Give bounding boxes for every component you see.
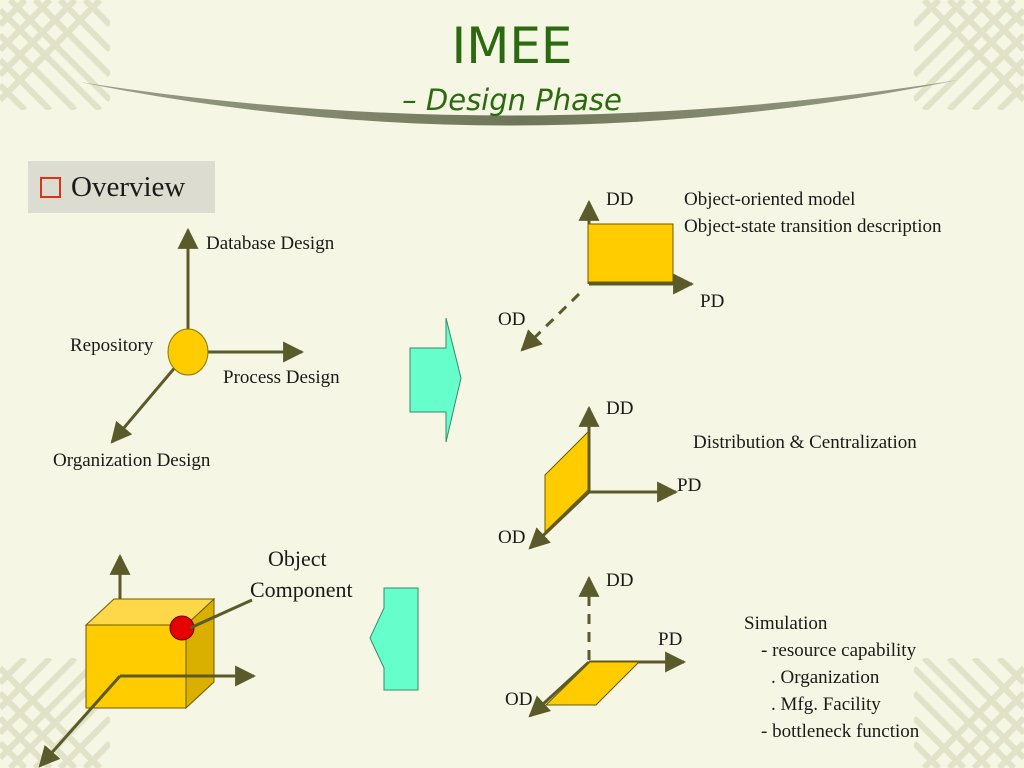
- panel-1-note-line-1: Object-oriented model: [684, 189, 856, 210]
- cube-depth-axis: [38, 675, 122, 768]
- panel-3-note-line-5: - bottleneck function: [761, 721, 920, 742]
- database-design-label: Database Design: [206, 233, 335, 254]
- repository-label: Repository: [70, 335, 154, 356]
- panel-3-od-label: OD: [505, 689, 533, 710]
- corner-pattern-top-right: [914, 0, 1024, 110]
- organization-design-label: Organization Design: [53, 450, 211, 471]
- panel-3-plane: [544, 661, 641, 706]
- panel-3-dd-label: DD: [606, 570, 634, 591]
- corner-pattern-top-left: [0, 0, 110, 110]
- panel-1-od-label: OD: [498, 309, 526, 330]
- panel-3-od-axis: [528, 660, 591, 718]
- object-marker: [169, 615, 195, 641]
- transition-arrow-left: [369, 587, 419, 691]
- slide-subtitle: – Design Phase: [402, 83, 622, 117]
- overview-label: Overview: [71, 170, 186, 203]
- panel-2-od-label: OD: [498, 527, 526, 548]
- panel-1-note-line-2: Object-state transition description: [684, 216, 942, 237]
- panel-2-plane: [544, 430, 589, 534]
- repository-node: [167, 328, 209, 376]
- panel-2-note: Distribution & Centralization: [693, 432, 917, 453]
- panel-3-note-line-3: . Organization: [771, 667, 880, 688]
- corner-pattern-bottom-right: [914, 658, 1024, 768]
- panel-1-plane: [587, 223, 674, 283]
- panel-2-pd-label: PD: [677, 475, 702, 496]
- panel-3-note-line-2: - resource capability: [761, 640, 917, 661]
- panel-2-od-axis: [528, 490, 591, 550]
- panel-3-pd-label: PD: [658, 629, 683, 650]
- panel-1-od-axis: [520, 292, 581, 352]
- panel-3-note-line-4: . Mfg. Facility: [771, 694, 881, 715]
- object-pointer-line: [189, 598, 253, 630]
- cube-label-line-2: Component: [250, 577, 353, 602]
- title-swoosh: [80, 80, 958, 126]
- panel-1-dd-label: DD: [606, 189, 634, 210]
- panel-2-dd-label: DD: [606, 398, 634, 419]
- overview-heading: Overview: [28, 161, 215, 213]
- panel-3-note-line-1: Simulation: [744, 613, 828, 634]
- slide-title: IMEE: [451, 17, 573, 75]
- panel-1-pd-label: PD: [700, 291, 725, 312]
- process-design-label: Process Design: [223, 367, 340, 388]
- transition-arrow-right: [409, 317, 462, 443]
- bullet-square-icon: [40, 176, 61, 198]
- cube-label-line-1: Object: [268, 546, 327, 571]
